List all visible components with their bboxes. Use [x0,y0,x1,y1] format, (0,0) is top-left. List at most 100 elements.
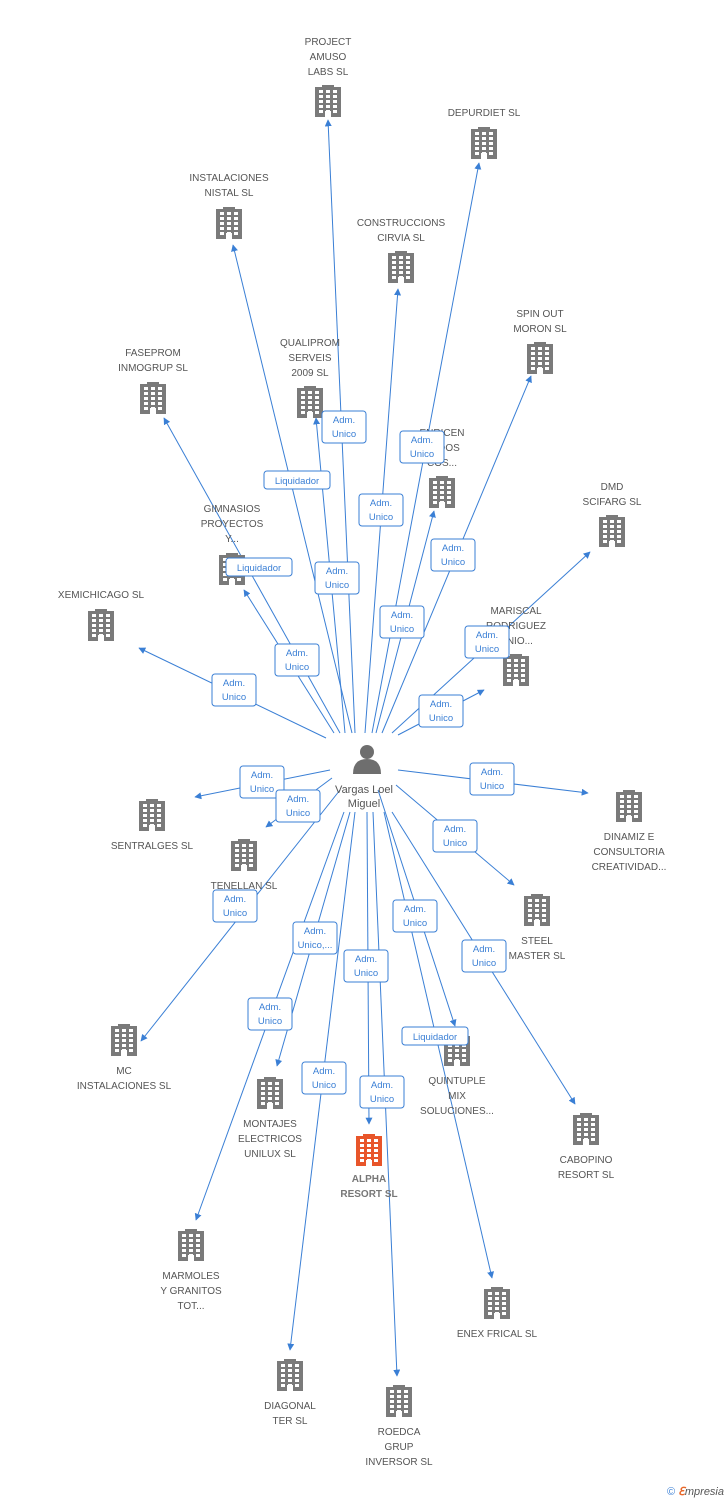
company-node-dmd-scifarg[interactable]: DMD SCIFARG SL [583,482,642,547]
role-badge-text: Adm. [304,926,326,937]
role-badge-text: Liquidador [275,476,319,487]
company-node-sentralges[interactable]: SENTRALGES SL [111,799,194,852]
company-label-line: DIAGONAL [264,1401,316,1412]
role-badge-text: Adm. [286,648,308,659]
role-badge[interactable]: Liquidador [225,557,293,577]
role-badge-text: Adm. [391,610,413,621]
role-badge[interactable]: Adm. Unico [379,605,425,639]
building-icon [140,382,166,414]
building-icon [231,839,257,871]
company-node-enex-frical[interactable]: ENEX FRICAL SL [457,1287,538,1340]
role-badge[interactable]: Adm.Unico [430,538,476,572]
role-badge[interactable]: Adm.Unico [275,789,321,823]
role-badge-text: Unico [390,624,414,635]
building-icon [573,1113,599,1145]
role-badge[interactable]: Adm.Unico [432,819,478,853]
company-node-xemichicago[interactable]: XEMICHICAGO SL [58,590,145,641]
role-badge[interactable]: Liquidador [263,470,331,490]
building-icon [257,1077,283,1109]
company-label-line: RESORT SL [340,1189,397,1200]
company-label-line: STEEL [521,936,553,947]
role-badge[interactable]: Adm.Unico [418,694,464,728]
role-badge[interactable]: Adm.Unico [392,899,438,933]
building-icon [616,790,642,822]
role-badge[interactable]: Adm.Unico [469,762,515,796]
brand-logo-text: mpresia [684,1486,724,1498]
role-badge[interactable]: Adm.Unico [321,410,367,444]
role-badge[interactable]: Adm.Unico [359,1075,405,1109]
company-node-depurdiet[interactable]: DEPURDIET SL [448,108,521,159]
role-badge-text: Adm. [224,894,246,905]
person-icon [353,745,381,774]
role-badge[interactable]: Adm.Unico [314,561,360,595]
role-badge-text: Unico [410,449,434,460]
company-label-line: CABOPINO [560,1155,613,1166]
company-node-mariscal-rodriguez[interactable]: MARISCALRODRIGUEZONIO... [486,606,546,686]
role-badge-text: Liquidador [237,563,281,574]
role-badge[interactable]: Adm.Unico [343,949,389,983]
company-node-tenellan[interactable]: TENELLAN SL [211,839,278,892]
company-label-line: CONSULTORIA [593,847,665,858]
person-name-line: Vargas Loel [335,784,393,796]
building-icon [178,1229,204,1261]
building-icon [471,127,497,159]
role-badge-text: Unico [286,808,310,819]
role-badge-text: Unico [258,1016,282,1027]
company-label-line: RODRIGUEZ [486,621,546,632]
role-badge-text: Unico [472,958,496,969]
company-node-quintuple-mix[interactable]: QUINTUPLEMIXSOLUCIONES... [420,1034,494,1117]
building-icon [139,799,165,831]
company-label-line: GRUP [385,1442,414,1453]
building-icon [524,894,550,926]
role-badge[interactable]: Adm.Unico [358,493,404,527]
role-badge-text: Adm. [313,1066,335,1077]
role-badge-text: Unico [370,1094,394,1105]
role-badge[interactable]: Adm. Unico [274,643,320,677]
role-badge[interactable]: Adm.Unico [239,765,285,799]
company-label-line: SCIFARG SL [583,497,642,508]
role-badge[interactable]: Liquidador [401,1026,469,1046]
role-badge-text: Unico [285,662,309,673]
role-badge-text: Adm. [223,678,245,689]
role-badge-text: Unico [222,692,246,703]
company-label-line: SPIN OUT [516,309,563,320]
footer-brand: © ℇmpresia [667,1485,724,1498]
role-badge-text: Adm. [251,770,273,781]
role-badge[interactable]: Adm.Unico [464,625,510,659]
role-badge[interactable]: Adm.Unico [212,889,258,923]
role-badge-text: Unico [312,1080,336,1091]
role-badge[interactable]: Adm.Unico [399,430,445,464]
role-badge[interactable]: Adm.Unico [247,997,293,1031]
company-node-dinamiz[interactable]: DINAMIZ ECONSULTORIACREATIVIDAD... [592,790,667,873]
building-icon [484,1287,510,1319]
company-label-line: INSTALACIONES [189,173,269,184]
role-badge[interactable]: Adm.Unico,... [292,921,338,955]
building-icon [216,207,242,239]
company-label-line: TENELLAN SL [211,881,278,892]
role-badge[interactable]: Adm. Unico [301,1061,347,1095]
role-badge-text: Adm. [430,699,452,710]
company-label-line: DMD [601,482,624,493]
role-badge[interactable]: Adm. Unico [211,673,257,707]
company-label-line: Y... [225,534,239,545]
company-label-line: XEMICHICAGO SL [58,590,145,601]
role-badge-text: Unico [480,781,504,792]
role-badge[interactable]: Adm.Unico [461,939,507,973]
building-icon [386,1385,412,1417]
company-label-line: ELECTRICOS [238,1134,302,1145]
